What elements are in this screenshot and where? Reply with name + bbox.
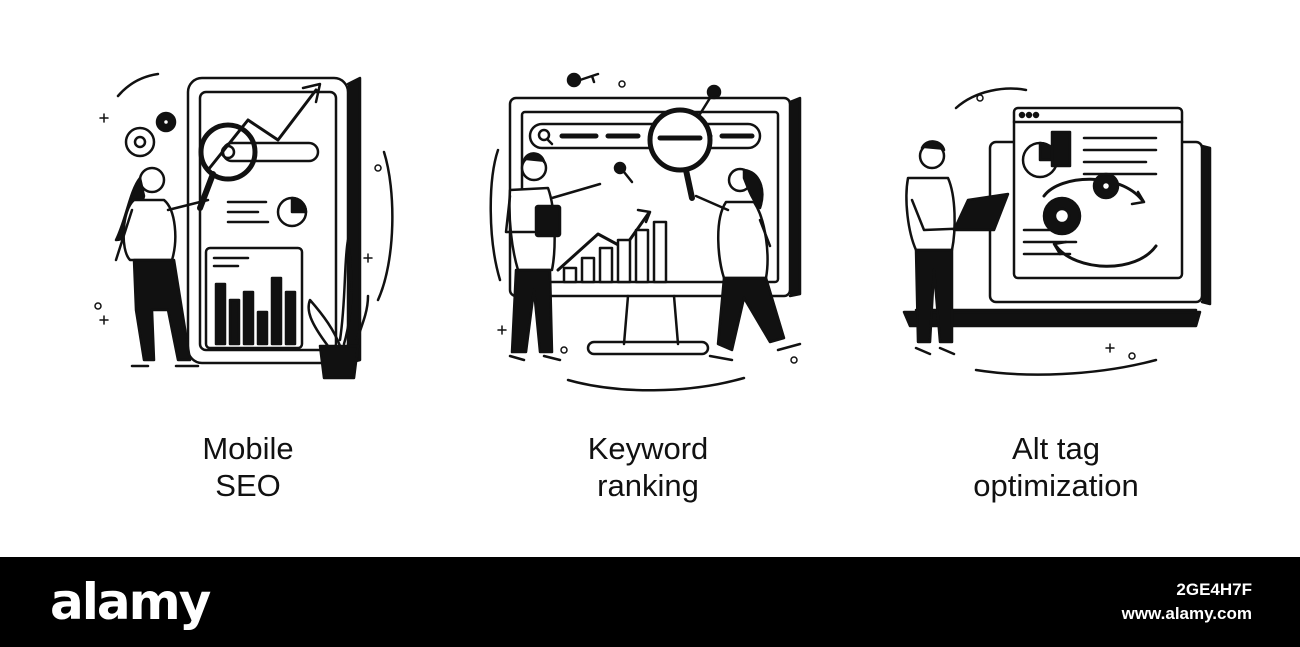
mobile-seo-illustration	[94, 72, 394, 380]
alt-tag-optimization-illustration	[902, 87, 1212, 376]
panel-mobile-seo: Mobile SEO	[48, 0, 448, 557]
panel-caption: Alt tag optimization	[856, 430, 1256, 504]
keyword-ranking-illustration	[489, 72, 802, 392]
caption-line-2: ranking	[597, 468, 699, 503]
caption-line-1: Alt tag	[1012, 431, 1100, 466]
panel-keyword-ranking: Keyword ranking	[448, 0, 848, 557]
site-url: www.alamy.com	[1121, 604, 1252, 623]
alamy-logo: alamy	[50, 573, 211, 631]
image-id: 2GE4H7F	[1176, 580, 1252, 599]
caption-line-1: Keyword	[587, 431, 709, 466]
illustration-stage: Mobile SEO	[48, 0, 1256, 557]
caption-line-2: optimization	[973, 468, 1139, 503]
caption-line-2: SEO	[215, 468, 281, 503]
caption-line-1: Mobile	[202, 431, 294, 466]
panel-alt-tag-optimization: Alt tag optimization	[856, 0, 1256, 557]
panel-caption: Mobile SEO	[48, 430, 448, 504]
watermark-footer: alamy 2GE4H7F www.alamy.com	[0, 557, 1300, 647]
panel-caption: Keyword ranking	[448, 430, 848, 504]
